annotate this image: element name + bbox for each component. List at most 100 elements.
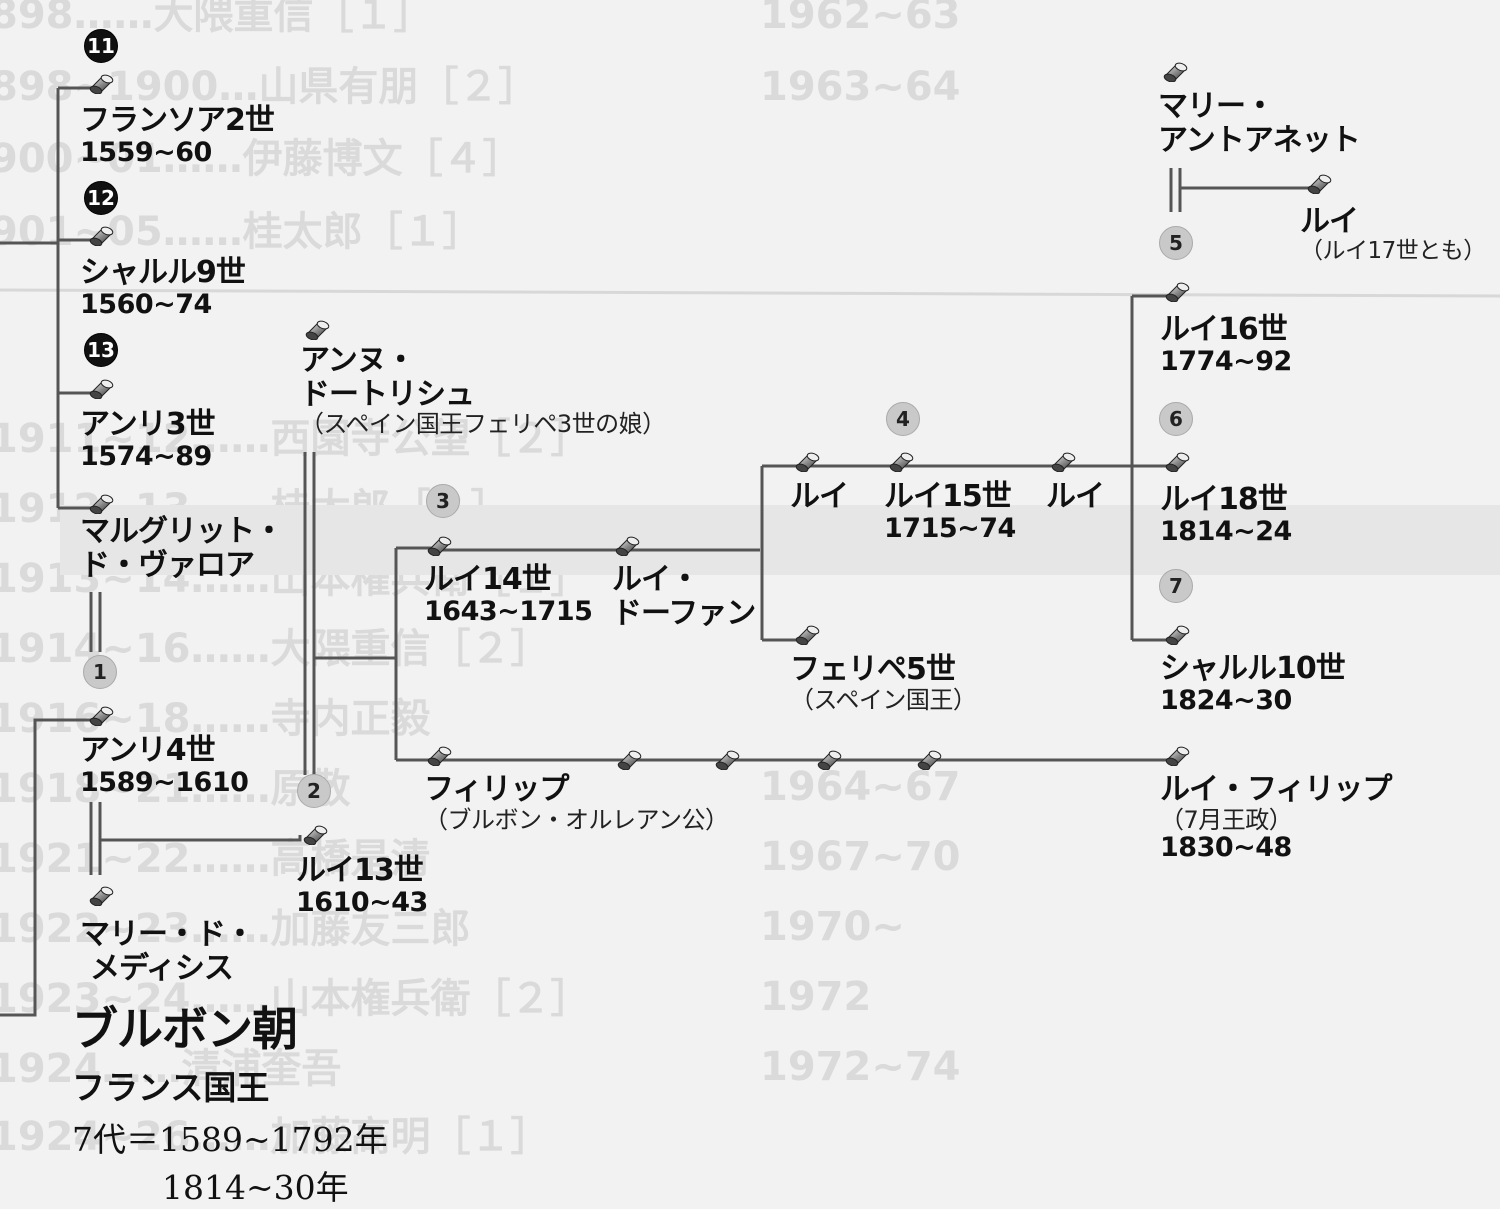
person-name: マリー・ド・ bbox=[80, 917, 255, 952]
bleed-text: 1972 bbox=[760, 974, 871, 1020]
node-marker-icon bbox=[426, 746, 452, 766]
reign-years: 1559~60 bbox=[80, 136, 212, 168]
person-marguerite: マルグリット・ ド・ヴァロア bbox=[80, 514, 284, 582]
reign-years: 1774~92 bbox=[1160, 345, 1292, 377]
person-henri3: アンリ3世 1574~89 bbox=[80, 407, 216, 472]
marriage-line bbox=[89, 592, 102, 652]
bleed-text: 1922~23……加藤友三郎 bbox=[0, 906, 471, 952]
node-marker-icon bbox=[916, 750, 942, 770]
marriage-line bbox=[303, 452, 316, 775]
person-name: アントアネット bbox=[1158, 122, 1361, 158]
reign-years: 1814~24 bbox=[1160, 515, 1292, 547]
person-marie-medicis: マリー・ド・ メディシス bbox=[80, 917, 255, 986]
person-louis18: ルイ18世 1814~24 bbox=[1160, 483, 1292, 547]
connector-grandchildren bbox=[1130, 294, 1175, 642]
person-note: （ブルボン・オルレアン公） bbox=[424, 805, 729, 834]
node-marker-icon bbox=[302, 825, 328, 845]
person-francois2: フランソア2世 1559~60 bbox=[80, 103, 275, 168]
person-louis15: ルイ15世 1715~74 bbox=[884, 480, 1016, 544]
person-felipe5: フェリペ5世 （スペイン国王） bbox=[790, 653, 977, 714]
background-bleed-through: 898……大隈重信［１］ 898~1900…山県有朋［２］ 900~01……伊藤… bbox=[0, 0, 1500, 1160]
person-name: ドートリシュ bbox=[300, 376, 475, 412]
person-name: マリー・ bbox=[1158, 89, 1275, 124]
person-name: マルグリット・ bbox=[80, 514, 284, 549]
node-marker-icon bbox=[1306, 174, 1332, 194]
node-marker-icon bbox=[304, 320, 330, 340]
node-marker-icon bbox=[714, 750, 740, 770]
node-marker-icon bbox=[88, 706, 114, 726]
node-marker-icon bbox=[794, 452, 820, 472]
person-name: ルイ13世 bbox=[296, 853, 424, 888]
marriage-line bbox=[89, 802, 102, 875]
bleed-text: 898……大隈重信［１］ bbox=[0, 0, 434, 38]
person-louis13: ルイ13世 1610~43 bbox=[296, 854, 428, 918]
person-name: メディシス bbox=[90, 950, 234, 986]
person-name: ルイ15世 bbox=[884, 479, 1012, 514]
succession-badge: 2 bbox=[297, 774, 331, 808]
reign-years: 1830~48 bbox=[1160, 832, 1292, 864]
node-marker-icon bbox=[616, 750, 642, 770]
succession-badge: 4 bbox=[886, 402, 920, 436]
person-name: フィリップ bbox=[424, 772, 569, 807]
bleed-text: 1924……清浦奎吾 bbox=[0, 1046, 341, 1092]
bleed-text: 900~01……伊藤博文［４］ bbox=[0, 136, 523, 182]
connector-valois-siblings bbox=[0, 86, 98, 510]
succession-badge: 1 bbox=[83, 655, 117, 689]
person-name: ドーファン bbox=[612, 595, 756, 631]
person-louis-philippe: ルイ・フィリップ （7月王政） 1830~48 bbox=[1160, 772, 1392, 864]
node-marker-icon bbox=[426, 536, 452, 556]
node-marker-icon bbox=[1162, 62, 1188, 82]
dynasty-reign-line2: 1814~30年 bbox=[162, 1168, 349, 1207]
node-marker-icon bbox=[1050, 452, 1076, 472]
succession-badge: 6 bbox=[1159, 402, 1193, 436]
person-note: （スペイン国王） bbox=[790, 685, 977, 714]
person-name: ルイ bbox=[790, 479, 849, 514]
node-marker-icon bbox=[88, 226, 114, 246]
person-name: ルイ・フィリップ bbox=[1160, 772, 1392, 807]
reign-years: 1715~74 bbox=[884, 512, 1016, 544]
person-name: シャルル9世 bbox=[80, 255, 246, 290]
reign-years: 1610~43 bbox=[296, 886, 428, 918]
reign-years: 1560~74 bbox=[80, 288, 212, 320]
person-name: シャルル10世 bbox=[1160, 651, 1346, 686]
dynasty-subtitle: フランス国王 bbox=[72, 1068, 270, 1107]
succession-badge: 5 bbox=[1159, 226, 1193, 260]
node-marker-icon bbox=[88, 74, 114, 94]
node-marker-icon bbox=[614, 536, 640, 556]
person-name: アンリ4世 bbox=[80, 733, 216, 768]
person-name: アンリ3世 bbox=[80, 407, 216, 442]
bleed-text: 1967~70 bbox=[760, 834, 961, 880]
person-anne: アンヌ・ ドートリシュ （スペイン国王フェリペ3世の娘） bbox=[300, 344, 666, 438]
node-marker-icon bbox=[794, 625, 820, 645]
person-name: アンヌ・ bbox=[300, 343, 416, 378]
person-name: フランソア2世 bbox=[80, 103, 275, 138]
person-henri4: アンリ4世 1589~1610 bbox=[80, 733, 249, 798]
person-louis14: ルイ14世 1643~1715 bbox=[424, 562, 593, 627]
bleed-text: 1924~26……加藤高明［１］ bbox=[0, 1114, 551, 1160]
dynasty-title: ブルボン朝 bbox=[72, 1002, 298, 1056]
person-louis-duke: ルイ bbox=[790, 479, 849, 514]
reign-years: 1643~1715 bbox=[424, 595, 593, 627]
node-marker-icon bbox=[1164, 746, 1190, 766]
person-name: ルイ16世 bbox=[1160, 312, 1288, 347]
person-marie-antoinette: マリー・ アントアネット bbox=[1158, 89, 1361, 158]
bleed-text: 1962~63 bbox=[760, 0, 961, 38]
person-grand-dauphin: ルイ・ ドーファン bbox=[612, 563, 756, 631]
node-marker-icon bbox=[1164, 452, 1190, 472]
person-name: ルイ bbox=[1046, 479, 1105, 514]
person-note: （7月王政） bbox=[1160, 805, 1293, 834]
person-note: （スペイン国王フェリペ3世の娘） bbox=[300, 410, 666, 439]
bleed-text: 1911~12……西園寺公望［２］ bbox=[0, 416, 591, 462]
succession-badge: 3 bbox=[426, 484, 460, 518]
dynasty-title-block: ブルボン朝 フランス国王 7代＝1589~1792年 1814~30年 bbox=[72, 993, 388, 1209]
marriage-line bbox=[1169, 168, 1182, 212]
person-louis16: ルイ16世 1774~92 bbox=[1160, 313, 1292, 377]
dynasty-reign-line1: 7代＝1589~1792年 bbox=[72, 1120, 388, 1159]
bleed-rule bbox=[0, 288, 1500, 298]
person-name: ルイ14世 bbox=[424, 562, 552, 597]
reign-years: 1589~1610 bbox=[80, 766, 249, 798]
person-name: ルイ bbox=[1300, 204, 1359, 239]
person-charles9: シャルル9世 1560~74 bbox=[80, 255, 246, 320]
succession-badge: 7 bbox=[1159, 569, 1193, 603]
succession-badge: 13 bbox=[84, 333, 118, 367]
